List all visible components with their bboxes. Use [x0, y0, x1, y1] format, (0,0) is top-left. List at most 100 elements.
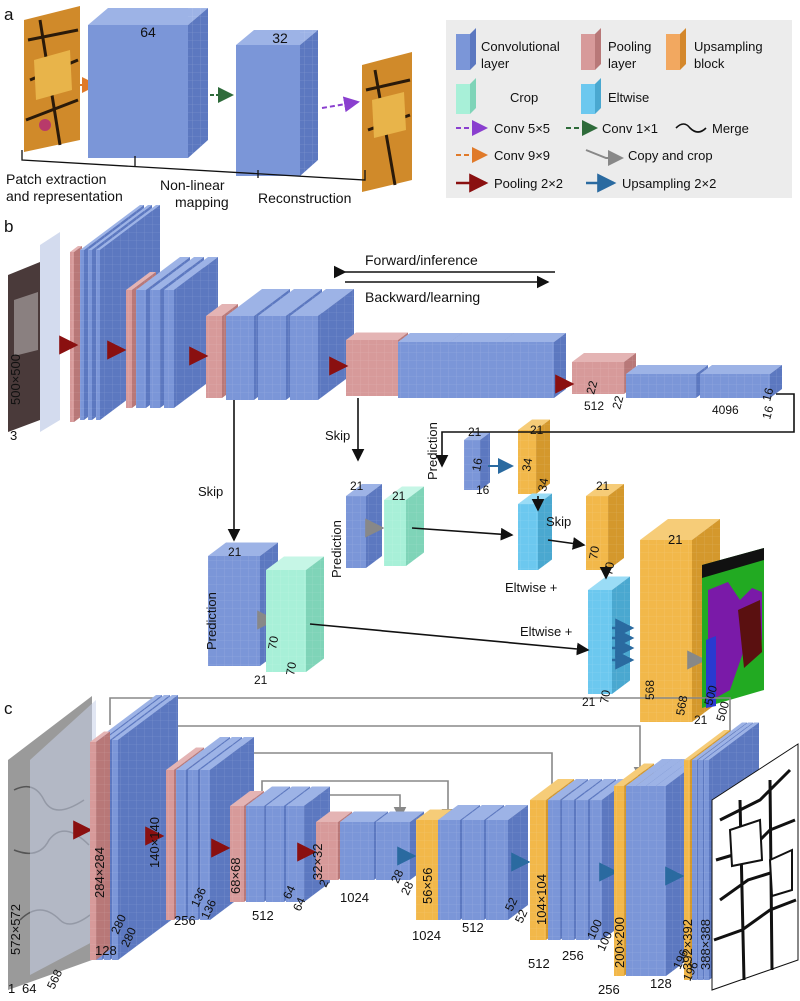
b-22b: 22: [609, 394, 626, 411]
c-dec1-2: [486, 805, 528, 920]
input-size: 500×500: [8, 354, 23, 405]
size-392: 392×392: [680, 919, 695, 970]
ch-128b: 128: [650, 976, 672, 991]
legend-eltwise-icon: [581, 78, 601, 114]
ch-512b: 512: [462, 920, 484, 935]
up2-21: 21: [596, 479, 610, 493]
path-eltwise1-up2: [547, 537, 586, 550]
out-21: 21: [694, 713, 708, 727]
up2-70: 70: [586, 545, 602, 561]
legend: Convolutional layer Pooling layer Upsamp…: [446, 20, 792, 198]
e2-21: 21: [582, 695, 596, 709]
ch-256: 256: [174, 913, 196, 928]
panel-c-label: c: [4, 699, 13, 718]
b-512: 512: [584, 399, 604, 413]
b-up-2: [586, 484, 624, 570]
stage-patch-2: and representation: [6, 188, 123, 204]
b-22a: 22: [583, 379, 600, 396]
legend-pool-1: Pooling: [608, 39, 651, 54]
ch-1024: 1024: [340, 890, 369, 905]
c-pool-block-1: [90, 731, 110, 960]
b-4096: 4096: [712, 403, 739, 417]
legend-conv-icon: [456, 28, 476, 70]
b-conv4-2: [502, 333, 566, 398]
legend-conv9: Conv 9×9: [494, 148, 550, 163]
legend-copycrop: Copy and crop: [628, 148, 713, 163]
block2-number: 32: [272, 30, 288, 46]
p3-21b: 21: [254, 673, 268, 687]
input-channels: 3: [10, 428, 17, 443]
p1-16b: 16: [476, 483, 490, 497]
skip-label-1: Skip: [325, 428, 350, 443]
stage-reconstruction: Reconstruction: [258, 190, 351, 206]
merge-icon: [675, 123, 707, 133]
legend-merge: Merge: [712, 121, 749, 136]
stage-brackets: [21, 150, 366, 181]
b-up-1: [518, 419, 550, 494]
legend-upsample2: Upsampling 2×2: [622, 176, 716, 191]
ch-128: 128: [95, 943, 117, 958]
stage-nonlinear-2: mapping: [175, 194, 229, 210]
prediction-label-3: Prediction: [204, 592, 219, 650]
panel-a-label: a: [4, 5, 14, 24]
ch-28: 28: [398, 879, 416, 897]
b-pred-2: [346, 484, 382, 568]
ch-1: 1: [8, 981, 15, 996]
p1-21: 21: [468, 425, 482, 439]
size-32: 32×32: [310, 843, 325, 880]
up1-34b: 34: [535, 477, 551, 493]
p3-21: 21: [228, 545, 242, 559]
legend-pool-2: layer: [608, 56, 637, 71]
ch-64: 64: [22, 981, 36, 996]
legend-pool2: Pooling 2×2: [494, 176, 563, 191]
segmentation-output: [702, 548, 764, 708]
path-crop3-eltwise: [309, 623, 590, 656]
fc-loop-connector: [435, 393, 795, 468]
butterfly-input-image: [24, 6, 80, 152]
legend-conv5: Conv 5×5: [494, 121, 550, 136]
ch-52: 52: [512, 907, 530, 925]
legend-pool-icon: [581, 28, 601, 70]
ch-64b: 64: [290, 895, 308, 913]
up1-34: 34: [519, 457, 535, 473]
b-crop-2: [384, 486, 424, 566]
ch-512c: 512: [528, 956, 550, 971]
ch-52b: 52: [502, 895, 520, 913]
forward-label: Forward/inference: [365, 252, 478, 268]
microscopy-input-image: [8, 696, 96, 990]
legend-eltwise: Eltwise: [608, 90, 649, 105]
size-140: 140×140: [147, 817, 162, 868]
p2-21: 21: [350, 479, 364, 493]
legend-upsample-2: block: [694, 56, 725, 71]
out-500: 500: [701, 683, 720, 706]
up1-21: 21: [530, 423, 544, 437]
legend-upsample-1: Upsampling: [694, 39, 763, 54]
b-pred-3: [208, 542, 278, 666]
conv5-arrow: [321, 96, 360, 113]
ch-256c: 256: [598, 982, 620, 996]
eltwise-label-2: Eltwise +: [520, 624, 572, 639]
up2-70b: 70: [601, 561, 617, 577]
b-crop-3: [266, 556, 324, 672]
backward-label: Backward/learning: [365, 289, 480, 305]
size-104: 104×104: [534, 874, 549, 925]
copy-crop-1: [109, 697, 737, 744]
prediction-label-1: Prediction: [425, 422, 440, 480]
legend-conv-1: Convolutional: [481, 39, 560, 54]
b-pred-1: [464, 432, 490, 490]
size-388: 388×388: [698, 919, 713, 970]
ch-64c: 64: [280, 883, 298, 901]
legend-copy-arrow: [585, 149, 624, 166]
p1-16: 16: [469, 457, 485, 473]
ch-28b: 28: [388, 867, 406, 885]
out-500b: 500: [713, 699, 732, 722]
panel-b-label: b: [4, 217, 13, 236]
legend-crop: Crop: [510, 90, 538, 105]
legend-conv-2: layer: [481, 56, 510, 71]
ch-256b: 256: [562, 948, 584, 963]
p2-21b: 21: [392, 489, 406, 503]
b-eltwise-2: [588, 576, 630, 694]
big-568b: 568: [673, 694, 690, 716]
